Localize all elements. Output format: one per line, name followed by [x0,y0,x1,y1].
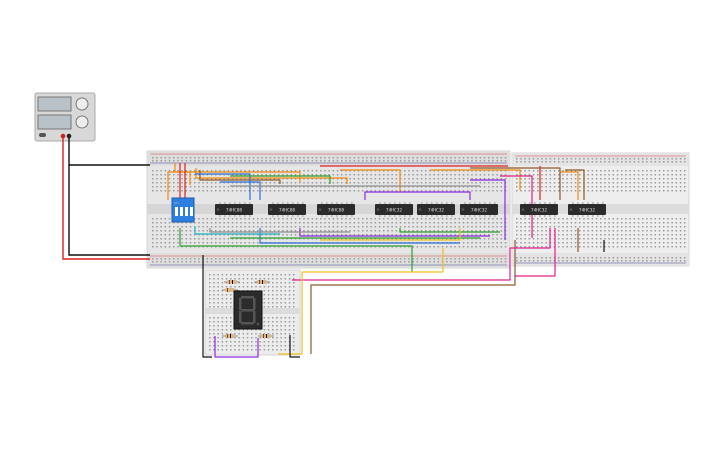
ic-chip[interactable]: 74HC08 [215,202,253,217]
resistor-group[interactable] [222,280,274,338]
knob-icon [75,115,89,129]
ic-chip-label: 74HC32 [579,207,596,213]
dip-switch-label: ON [174,201,179,205]
ic-chip-label: 74HC08 [328,207,345,213]
dip-switch[interactable]: ON [171,197,195,223]
seven-segment-display[interactable] [233,290,263,330]
display-icon [37,96,72,112]
ic-chip-group: 74HC08 74HC08 74HC08 74HC32 74HC32 74HC32 74HC… [215,202,606,217]
ic-chip-label: 74HC32 [531,207,548,213]
terminal-icon [60,133,66,139]
display-icon [37,114,72,130]
dc-power-supply[interactable] [34,92,96,142]
knob-icon [75,97,89,111]
resistor [254,280,270,284]
resistor [224,280,240,284]
ic-chip[interactable]: 74HC32 [417,202,455,217]
ic-chip-label: 74HC08 [226,207,243,213]
ic-chip[interactable]: 74HC08 [268,202,306,217]
ic-chip[interactable]: 74HC32 [520,202,558,217]
ic-chip[interactable]: 74HC32 [568,202,606,217]
ic-chip[interactable]: 74HC32 [460,202,498,217]
resistor [222,334,238,338]
ic-chip-label: 74HC32 [428,207,445,213]
ic-chip-label: 74HC32 [386,207,403,213]
terminal-icon [66,133,72,139]
ic-chip-label: 74HC32 [471,207,488,213]
resistor [222,288,238,292]
ic-chip[interactable]: 74HC32 [375,202,413,217]
ic-chip-label: 74HC08 [279,207,296,213]
ic-chip[interactable]: 74HC08 [317,202,355,217]
resistor [258,334,274,338]
